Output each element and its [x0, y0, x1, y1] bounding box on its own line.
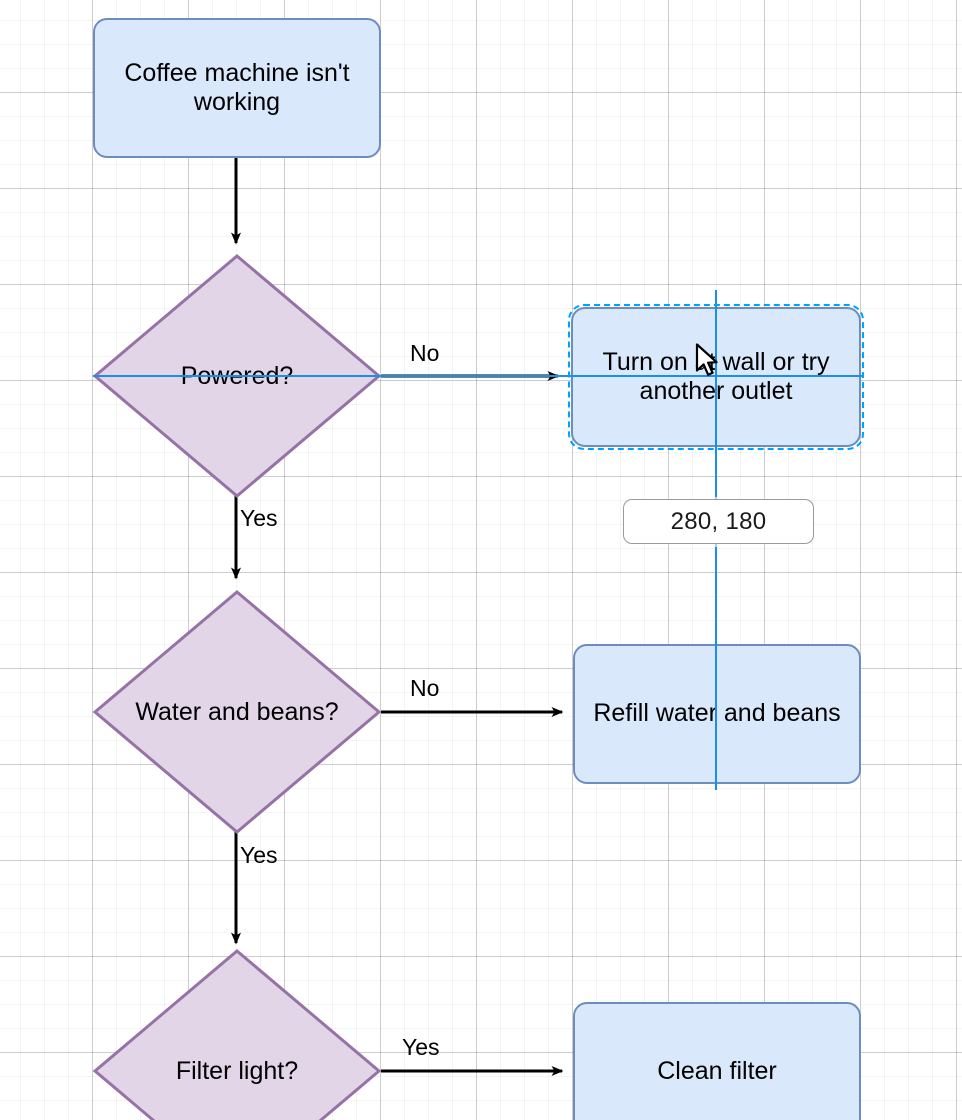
node-powered[interactable]: Powered? [92, 254, 382, 498]
edge-label-water-no: No [410, 675, 440, 701]
node-filter-light[interactable]: Filter light? [92, 949, 382, 1120]
edge-label-powered-yes: Yes [240, 505, 278, 531]
node-water-and-beans[interactable]: Water and beans? [92, 590, 382, 834]
node-refill-water-and-beans[interactable]: Refill water and beans [573, 644, 861, 784]
coordinate-tooltip: 280, 180 [623, 499, 814, 544]
node-turn-on-at-wall[interactable]: Turn on at wall or try another outlet [571, 307, 861, 447]
diamond-shape [92, 949, 382, 1120]
node-label: Clean filter [657, 1057, 777, 1086]
node-label: Refill water and beans [593, 699, 841, 728]
node-coffee-machine-isnt-working[interactable]: Coffee machine isn't working [93, 18, 381, 158]
diamond-shape [92, 590, 382, 834]
edge-label-water-yes: Yes [240, 842, 278, 868]
node-label: Turn on at wall or try another outlet [602, 347, 830, 406]
node-clean-filter[interactable]: Clean filter [573, 1002, 861, 1120]
edge-label-filter-yes: Yes [402, 1034, 440, 1060]
node-label: Coffee machine isn't working [124, 58, 350, 117]
edge-label-powered-no: No [410, 340, 440, 366]
diamond-shape [92, 254, 382, 498]
